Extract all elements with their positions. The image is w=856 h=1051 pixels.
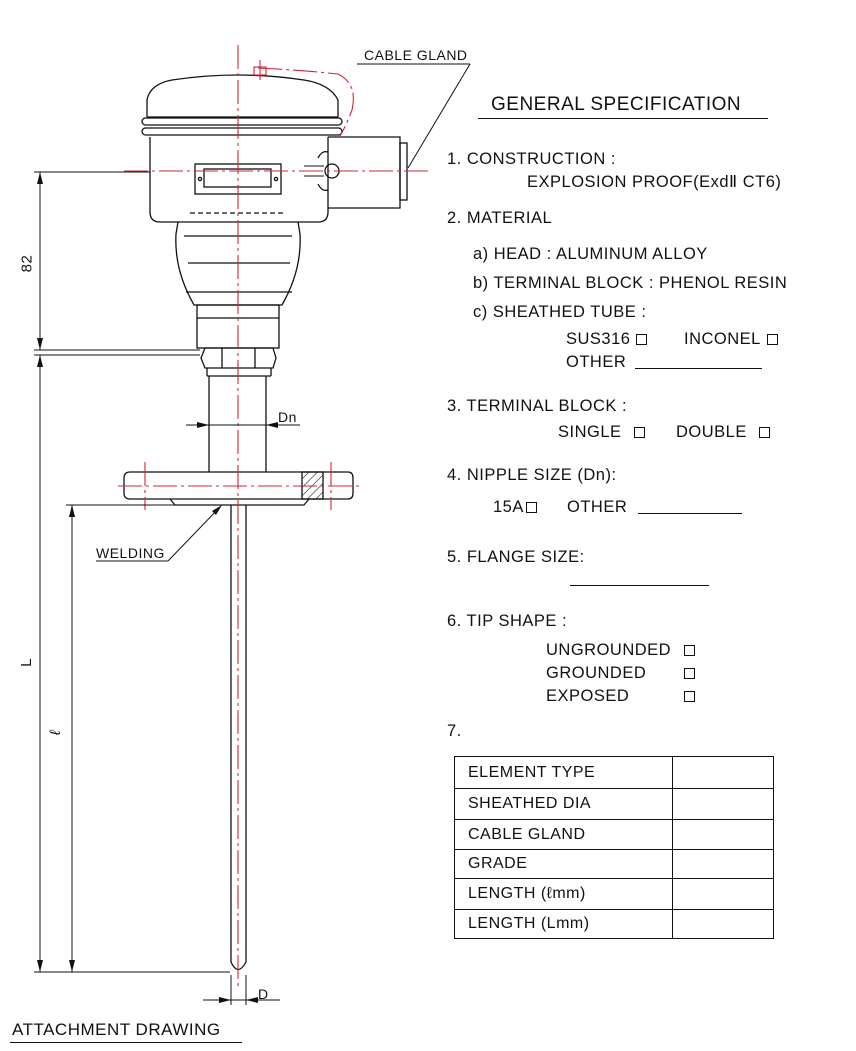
option-double-label: DOUBLE [676, 423, 747, 441]
table-row-value[interactable] [672, 878, 774, 910]
option-inconel: INCONEL [684, 331, 778, 348]
construction-label: 1. CONSTRUCTION : [447, 150, 616, 168]
welding-label: WELDING [96, 545, 165, 561]
terminal-block-label: 3. TERMINAL BLOCK : [447, 397, 628, 415]
option-15a: 15A [493, 499, 537, 516]
option-grounded-label: GROUNDED [546, 664, 647, 682]
flange-size-label: 5. FLANGE SIZE: [447, 548, 585, 566]
table-row: SHEATHED DIA [454, 788, 774, 820]
option-ungrounded-label: UNGROUNDED [546, 641, 672, 659]
option-sus316-label: SUS316 [566, 330, 631, 348]
head-housing [149, 137, 329, 223]
option-single-label: SINGLE [558, 423, 622, 441]
other-nipple-blank[interactable] [638, 513, 743, 514]
table-row: CABLE GLAND [454, 819, 774, 850]
table-row-value[interactable] [672, 788, 774, 820]
sus316-checkbox[interactable] [636, 334, 648, 345]
exposed-checkbox[interactable] [684, 691, 695, 702]
double-checkbox[interactable] [758, 427, 770, 438]
option-other-nipple-label: OTHER [567, 498, 628, 516]
table-row: LENGTH (Lmm) [454, 909, 774, 939]
material-label: 2. MATERIAL [447, 209, 553, 227]
table-row: ELEMENT TYPE [454, 756, 774, 789]
grounded-checkbox[interactable] [684, 668, 695, 679]
option-15a-label: 15A [493, 498, 524, 516]
table-row-label: LENGTH (ℓmm) [454, 878, 673, 910]
construction-value: EXPLOSION PROOF(ExdⅡ CT6) [527, 173, 782, 191]
table-row-value[interactable] [672, 819, 774, 850]
ungrounded-checkbox[interactable] [684, 645, 695, 656]
dimension-l-label: ℓ [47, 729, 65, 736]
dimension-D-label: D [258, 986, 269, 1002]
dimension-82-label: 82 [18, 254, 36, 273]
table-row-label: LENGTH (Lmm) [454, 909, 673, 939]
item-7-label: 7. [447, 722, 462, 740]
15a-checkbox[interactable] [525, 502, 537, 513]
flange [123, 471, 354, 500]
option-inconel-label: INCONEL [684, 330, 761, 348]
table-row-label: CABLE GLAND [454, 819, 673, 850]
option-exposed-label: EXPOSED [546, 687, 630, 705]
attachment-drawing-title: ATTACHMENT DRAWING [12, 1020, 221, 1039]
hex-nut [200, 347, 277, 369]
table-row: LENGTH (ℓmm) [454, 878, 774, 910]
single-checkbox[interactable] [633, 427, 645, 438]
spec-title: GENERAL SPECIFICATION [491, 94, 742, 115]
table-row-label: ELEMENT TYPE [454, 756, 673, 789]
option-sus316: SUS316 [566, 330, 648, 348]
table-row: GRADE [454, 849, 774, 879]
table-row-value[interactable] [672, 909, 774, 939]
footer-title-underline [10, 1042, 242, 1043]
other-tube-blank[interactable] [635, 368, 763, 369]
material-head: a) HEAD : ALUMINUM ALLOY [473, 245, 708, 263]
table-row-value[interactable] [672, 756, 774, 789]
option-single: SINGLE [558, 424, 645, 441]
table-row-label: GRADE [454, 849, 673, 879]
tip-shape-label: 6. TIP SHAPE : [447, 612, 568, 630]
dimension-L-label: L [17, 658, 35, 667]
inconel-checkbox[interactable] [766, 334, 778, 345]
table-row-label: SHEATHED DIA [454, 788, 673, 820]
nipple-size-label: 4. NIPPLE SIZE (Dn): [447, 466, 617, 484]
spec-title-underline [478, 118, 768, 119]
dimension-Dn-label: Dn [278, 409, 297, 425]
table-row-value[interactable] [672, 849, 774, 879]
material-terminal-block: b) TERMINAL BLOCK : PHENOL RESIN [473, 274, 788, 292]
head-dome [146, 74, 339, 117]
option-double: DOUBLE [676, 424, 770, 441]
cable-gland-label: CABLE GLAND [364, 47, 468, 63]
option-other-nipple: OTHER [567, 498, 743, 516]
option-other-tube-label: OTHER [566, 353, 627, 371]
option-other-tube: OTHER [566, 353, 763, 371]
flange-size-blank[interactable] [570, 585, 709, 586]
material-sheathed-tube: c) SHEATHED TUBE : [473, 303, 647, 321]
